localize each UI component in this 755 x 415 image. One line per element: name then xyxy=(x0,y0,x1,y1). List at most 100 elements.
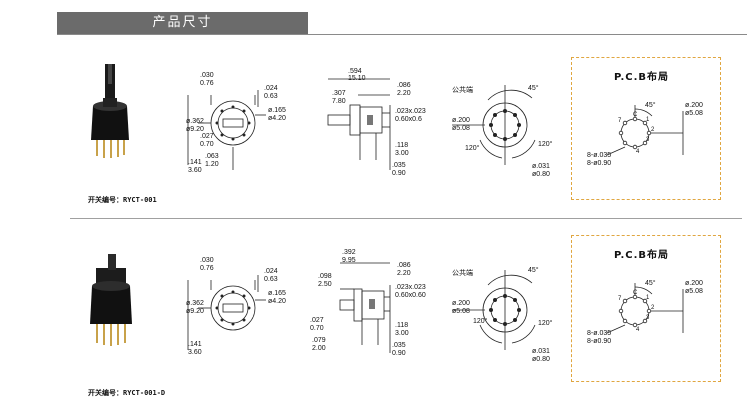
dim-text: .063 xyxy=(205,153,219,160)
dim-text: ø5.08 xyxy=(685,288,703,295)
dim-text: ø.031 xyxy=(532,163,550,170)
dim-text: .086 xyxy=(397,82,411,89)
dim-text: ø0.80 xyxy=(532,356,550,363)
pin-label: 2 xyxy=(651,305,655,311)
dim-text: 3.60 xyxy=(188,349,202,356)
dim-text: ø.200 xyxy=(685,280,703,287)
front-view-drawing-1: .030 0.76 .024 0.63 ø.165 ø4.20 ø.362 ø9… xyxy=(186,72,286,174)
dim-text: .118 xyxy=(395,142,408,149)
dim-text: 0.90 xyxy=(392,170,406,177)
dim-text: .118 xyxy=(395,322,408,329)
dim-text: .035 xyxy=(392,342,406,349)
page-title: 产品尺寸 xyxy=(152,15,213,30)
pin-label: 1 xyxy=(646,295,650,301)
dim-text: 2.50 xyxy=(318,281,332,288)
dim-text: 45° xyxy=(645,279,656,287)
product-caption-1: 开关编号：RYCT-001 xyxy=(88,196,157,204)
dim-text: .030 xyxy=(200,72,214,79)
pcb-layout-drawing-2: C 1 2 3 4 7 45° ø.200 ø5.08 8-ø.035 8-ø0… xyxy=(587,279,703,345)
dim-text: ø4.20 xyxy=(268,115,286,122)
dim-text: 8-ø.035 xyxy=(587,330,611,337)
dim-text: 45° xyxy=(645,101,656,109)
dim-text: 8-ø0.90 xyxy=(587,338,611,345)
pin-label: 4 xyxy=(636,149,640,155)
dim-text: 3.00 xyxy=(395,150,409,157)
pin-label: 3 xyxy=(646,137,650,143)
dim-text: 0.60x0.60 xyxy=(395,292,426,299)
dim-text: .086 xyxy=(397,262,411,269)
dim-text: .023x.023 xyxy=(395,284,426,291)
section-divider xyxy=(70,218,742,219)
dim-text: .027 xyxy=(310,317,324,324)
dim-text: ø.362 xyxy=(186,118,204,125)
product-photo xyxy=(90,254,132,346)
header-bar xyxy=(57,12,308,34)
pin-label: C xyxy=(633,112,638,118)
dim-text: 120° xyxy=(465,144,480,152)
dim-text: 3.00 xyxy=(395,330,409,337)
dim-text: ø.165 xyxy=(268,107,286,114)
dim-text: .141 xyxy=(188,341,202,348)
dim-text: .024 xyxy=(264,268,278,275)
dim-text: 120° xyxy=(538,140,553,148)
bottom-view-drawing-2: 公共端 45° 120° 120° ø.200 ø5.08 ø.031 ø0.8… xyxy=(452,266,553,363)
pin-label: 1 xyxy=(646,117,650,123)
dim-text: ø.362 xyxy=(186,300,204,307)
dim-text: 0.76 xyxy=(200,80,214,87)
dim-text: .079 xyxy=(312,337,326,344)
dim-text: 1.20 xyxy=(205,161,219,168)
common-terminal-label: 公共端 xyxy=(452,85,473,94)
pin-label: 2 xyxy=(651,127,655,133)
dim-text: 0.60x0.6 xyxy=(395,116,422,123)
dim-text: .035 xyxy=(392,162,406,169)
pin-label: 3 xyxy=(646,315,650,321)
dim-text: 7.80 xyxy=(332,98,346,105)
dim-text: .030 xyxy=(200,257,214,264)
dim-text: ø.200 xyxy=(452,300,470,307)
dim-text: ø4.20 xyxy=(268,298,286,305)
side-view-drawing-2: .392 9.95 .098 2.50 .086 2.20 .023x.023 … xyxy=(310,249,426,357)
dim-text: 0.70 xyxy=(200,141,214,148)
dim-text: ø5.08 xyxy=(685,110,703,117)
pcb-layout-box-1 xyxy=(571,57,721,200)
dim-text: ø.200 xyxy=(452,117,470,124)
dim-text: .024 xyxy=(264,85,278,92)
dim-text: 120° xyxy=(473,317,488,325)
dim-text: 9.95 xyxy=(342,257,356,264)
dim-text: ø0.80 xyxy=(532,171,550,178)
dim-text: 0.76 xyxy=(200,265,214,272)
dim-text: 0.63 xyxy=(264,93,278,100)
dim-text: 8-ø.035 xyxy=(587,152,611,159)
front-view-drawing-2: .030 0.76 .024 0.63 ø.165 ø4.20 ø.362 ø9… xyxy=(186,257,286,356)
dim-text: ø.165 xyxy=(268,290,286,297)
dim-text: ø9.20 xyxy=(186,308,204,315)
bottom-view-drawing-1: 公共端 45° 120° 120° ø.200 ø5.08 ø.031 ø0.8… xyxy=(452,84,553,178)
product-photo xyxy=(91,64,129,158)
dim-text: 45° xyxy=(528,266,539,274)
pcb-title-1: P.C.B布局 xyxy=(614,72,670,83)
dim-text: .098 xyxy=(318,273,332,280)
dim-text: 120° xyxy=(538,319,553,327)
dim-text: .594 xyxy=(348,68,362,75)
dim-text: ø9.20 xyxy=(186,126,204,133)
side-view-drawing-1: .594 15.10 .307 7.80 .086 2.20 .023x.023… xyxy=(327,68,426,177)
dim-text: .307 xyxy=(332,90,346,97)
common-terminal-label: 公共端 xyxy=(452,268,473,277)
dim-text: 0.90 xyxy=(392,350,406,357)
dim-text: ø5.08 xyxy=(452,125,470,132)
dim-text: 2.20 xyxy=(397,90,411,97)
product-caption-2: 开关编号：RYCT-001-D xyxy=(88,389,166,397)
pin-label: C xyxy=(633,290,638,296)
pcb-title-2: P.C.B布局 xyxy=(614,250,670,261)
pcb-layout-box-2 xyxy=(571,235,721,382)
dim-text: 8-ø0.90 xyxy=(587,160,611,167)
dim-text: ø.031 xyxy=(532,348,550,355)
dim-text: ø5.08 xyxy=(452,308,470,315)
pin-label: 7 xyxy=(618,118,622,124)
dim-text: ø.200 xyxy=(685,102,703,109)
dim-text: 0.63 xyxy=(264,276,278,283)
dim-text: 2.00 xyxy=(312,345,326,352)
dim-text: 45° xyxy=(528,84,539,92)
pin-label: 7 xyxy=(618,296,622,302)
dim-text: .392 xyxy=(342,249,356,256)
